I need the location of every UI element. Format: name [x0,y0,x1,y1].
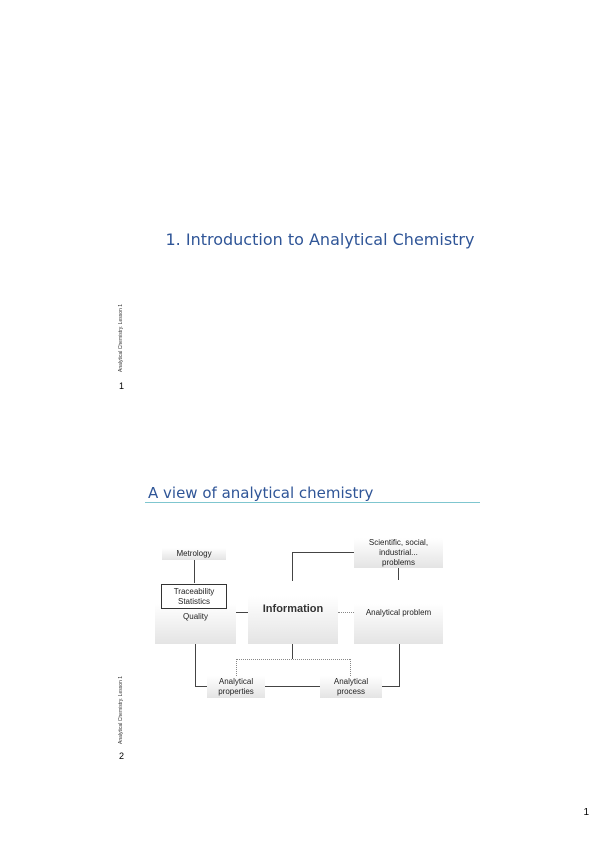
slide2-side-label: Analytical Chemistry. Lesson 1 [118,676,124,744]
slide2-number: 2 [119,751,125,761]
properties-process-connector [265,686,320,687]
analytical-process-box: Analytical process [320,676,382,698]
dotted-link-right [350,659,351,676]
metrology-label: Metrology [176,549,212,558]
information-box: Information [248,596,338,644]
quality-box: Quality [155,604,236,644]
problems-analytical-problem-connector [398,568,399,580]
analytical-chemistry-diagram: Metrology Quality Traceability Statistic… [150,530,450,710]
problems-line1: Scientific, social, [368,538,429,547]
traceability-statistics-box: Traceability Statistics [161,584,227,609]
analytical-problem-box: Analytical problem [354,604,443,644]
title-underline [145,502,480,503]
problems-box: Scientific, social, industrial... proble… [354,538,443,568]
process-line1: Analytical [333,677,369,686]
traceability-label: Traceability [173,586,215,596]
slide1-title: 1. Introduction to Analytical Chemistry [165,230,475,249]
properties-line2: properties [218,687,254,696]
information-down-connector [292,644,293,659]
information-problems-horizontal [292,552,398,553]
problems-line3: problems [382,558,415,567]
information-problems-vertical [292,552,293,581]
properties-line1: Analytical [218,677,254,686]
page-number: 1 [583,807,589,818]
problem-process-connector [382,686,400,687]
statistics-label: Statistics [177,596,210,606]
dotted-link-horizontal [236,659,350,660]
analytical-problem-down-connector [399,644,400,687]
slide1-side-label: Analytical Chemistry. Lesson 1 [118,304,124,372]
problems-line2: industrial... [379,548,418,557]
information-label: Information [262,603,324,615]
quality-information-connector [236,612,248,613]
slide1-number: 1 [119,381,125,391]
quality-down-connector [195,644,196,686]
process-line2: process [336,687,365,696]
slide2-title: A view of analytical chemistry [148,484,374,502]
metrology-box: Metrology [162,548,226,560]
metrology-traceability-connector [194,560,195,583]
information-analytical-problem-dotted [338,612,354,613]
analytical-properties-box: Analytical properties [207,676,265,698]
analytical-problem-label: Analytical problem [365,608,432,617]
dotted-link-left [236,659,237,676]
quality-properties-connector [195,686,207,687]
quality-label: Quality [183,612,208,621]
